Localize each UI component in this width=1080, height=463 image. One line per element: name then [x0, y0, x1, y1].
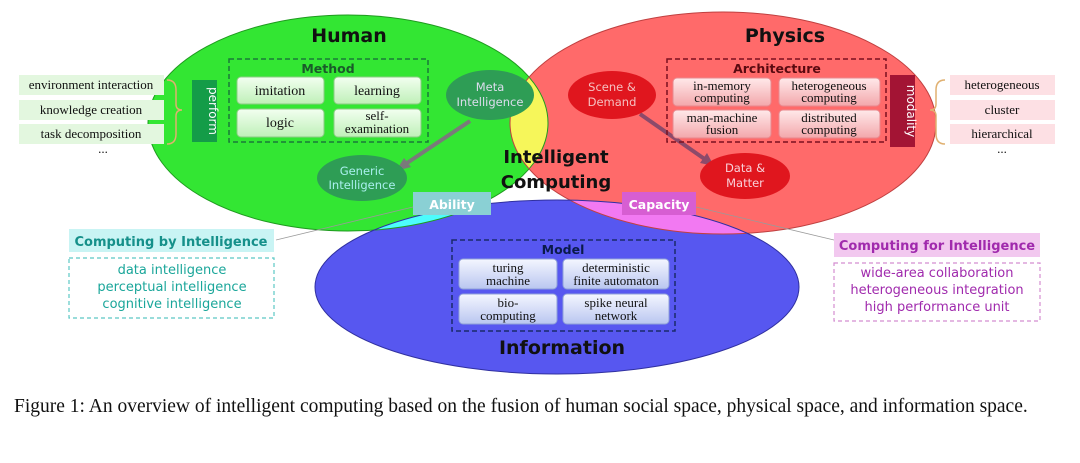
center-title-line2: Computing	[501, 172, 612, 193]
right-list: heterogeneous cluster hierarchical ...	[929, 75, 1055, 156]
svg-text:Computing for Intelligence: Computing for Intelligence	[839, 239, 1035, 254]
svg-text:Generic: Generic	[340, 164, 385, 178]
svg-text:heterogeneous integration: heterogeneous integration	[850, 283, 1023, 298]
physics-title: Physics	[745, 25, 825, 47]
left-list: environment interaction knowledge creati…	[19, 75, 183, 156]
svg-text:learning: learning	[354, 84, 400, 99]
information-title: Information	[499, 337, 625, 359]
svg-text:cluster: cluster	[985, 102, 1020, 117]
svg-text:modality: modality	[904, 85, 918, 137]
svg-text:in-memory: in-memory	[693, 78, 751, 93]
svg-text:computing: computing	[801, 90, 857, 105]
model-box: Model turing machine deterministic finit…	[451, 239, 676, 332]
svg-text:Scene &: Scene &	[588, 80, 636, 94]
svg-text:Meta: Meta	[476, 80, 505, 94]
left-brace	[166, 79, 183, 145]
svg-text:computing: computing	[801, 122, 857, 137]
svg-text:Matter: Matter	[726, 176, 764, 190]
svg-text:wide-area collaboration: wide-area collaboration	[860, 266, 1013, 281]
svg-text:self-: self-	[365, 108, 388, 123]
scene-demand-node: Scene & Demand	[568, 71, 656, 119]
svg-text:imitation: imitation	[255, 84, 306, 99]
human-title: Human	[311, 25, 387, 47]
svg-text:perceptual intelligence: perceptual intelligence	[97, 280, 246, 295]
ability-tag: Ability	[413, 192, 491, 215]
svg-text:Ability: Ability	[429, 197, 475, 212]
svg-text:fusion: fusion	[706, 122, 739, 137]
computing-for-intelligence-panel: Computing for Intelligence wide-area col…	[833, 233, 1041, 322]
svg-text:Intelligence: Intelligence	[329, 178, 396, 192]
svg-text:heterogeneous: heterogeneous	[791, 78, 866, 93]
figure-caption: Figure 1: An overview of intelligent com…	[14, 396, 1028, 417]
svg-text:data intelligence: data intelligence	[118, 263, 227, 278]
svg-text:Intelligence: Intelligence	[457, 95, 524, 109]
svg-text:...: ...	[98, 141, 108, 156]
data-matter-node: Data & Matter	[700, 153, 790, 199]
architecture-title: Architecture	[733, 61, 821, 76]
computing-by-intelligence-panel: Computing by Intelligence data intellige…	[68, 229, 275, 319]
modality-tag: modality	[890, 75, 918, 147]
svg-text:man-machine: man-machine	[687, 110, 758, 125]
svg-text:Demand: Demand	[588, 95, 637, 109]
architecture-box: Architecture in-memory computing heterog…	[666, 58, 887, 143]
svg-text:task decomposition: task decomposition	[41, 126, 142, 141]
svg-text:bio-: bio-	[498, 295, 519, 310]
method-box: Method imitation learning logic self- ex…	[228, 58, 429, 143]
svg-text:...: ...	[997, 141, 1007, 156]
svg-text:hierarchical: hierarchical	[971, 126, 1033, 141]
capacity-connector	[695, 206, 835, 241]
svg-text:finite automaton: finite automaton	[573, 273, 659, 288]
generic-intelligence-node: Generic Intelligence	[317, 155, 407, 201]
svg-text:cognitive intelligence: cognitive intelligence	[102, 297, 241, 312]
capacity-tag: Capacity	[622, 192, 696, 215]
svg-text:computing: computing	[480, 308, 536, 323]
svg-text:perform: perform	[206, 87, 220, 135]
svg-text:Computing by Intelligence: Computing by Intelligence	[74, 235, 267, 250]
svg-text:Capacity: Capacity	[629, 197, 690, 212]
svg-text:machine: machine	[486, 273, 530, 288]
svg-text:heterogeneous: heterogeneous	[964, 77, 1039, 92]
center-title-line1: Intelligent	[503, 147, 609, 168]
model-title: Model	[542, 242, 585, 257]
right-brace	[929, 79, 946, 145]
svg-text:deterministic: deterministic	[582, 260, 650, 275]
svg-text:Data &: Data &	[725, 161, 765, 175]
method-title: Method	[301, 61, 354, 76]
svg-text:high performance unit: high performance unit	[864, 300, 1009, 315]
svg-text:examination: examination	[345, 121, 410, 136]
svg-text:distributed: distributed	[801, 110, 857, 125]
svg-text:computing: computing	[694, 90, 750, 105]
svg-text:environment interaction: environment interaction	[29, 77, 154, 92]
perform-tag: perform	[192, 80, 220, 142]
svg-text:knowledge creation: knowledge creation	[40, 102, 143, 117]
svg-text:spike neural: spike neural	[584, 295, 648, 310]
svg-text:network: network	[595, 308, 638, 323]
svg-text:logic: logic	[266, 116, 294, 131]
svg-text:turing: turing	[492, 260, 524, 275]
ability-connector	[275, 206, 414, 241]
meta-intelligence-node: Meta Intelligence	[446, 70, 534, 120]
